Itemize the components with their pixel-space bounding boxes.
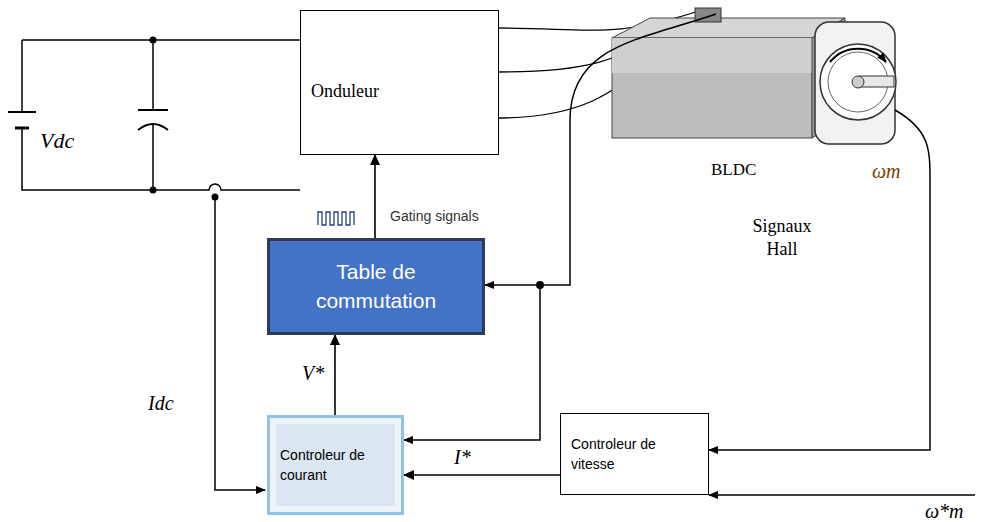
speed-reference-label: ω*m [925, 500, 964, 522]
edge-label: I* [452, 446, 473, 469]
switching-table-box: Table de commutation [267, 238, 485, 335]
edge-label: Gating signals [388, 208, 481, 224]
voltage-label: Vdc [40, 128, 74, 154]
current-controller-box: Controleur de courant [267, 415, 404, 515]
node-text: Onduleur [311, 81, 490, 102]
junction-dot [536, 281, 544, 289]
motor-label: BLDC [711, 160, 756, 180]
signal-arrow [374, 155, 376, 238]
node-text: Table de commutation [278, 258, 474, 315]
current-signal-label: Idc [148, 392, 174, 415]
inverter-box: Onduleur [300, 10, 499, 155]
pwm-symbol [318, 212, 354, 225]
current-sense-wire [215, 197, 265, 490]
dc-bus [8, 40, 300, 190]
speed-reference-wire [709, 494, 975, 496]
speed-feedback-wire [709, 110, 930, 450]
signal-arrow [404, 474, 560, 476]
hall-signal-label: Signaux Hall [752, 215, 812, 262]
edge-label: V* [300, 362, 326, 385]
hall-wire [485, 14, 716, 285]
speed-signal-label: ωm [872, 160, 901, 183]
junction-dot [150, 187, 157, 194]
signal-arrow [334, 335, 336, 415]
node-text: Controleur de courant [280, 445, 391, 486]
node-text: Controleur de vitesse [571, 434, 698, 475]
bldc-motor [612, 8, 896, 144]
junction-dot [150, 37, 157, 44]
speed-controller-box: Controleur de vitesse [560, 413, 709, 495]
